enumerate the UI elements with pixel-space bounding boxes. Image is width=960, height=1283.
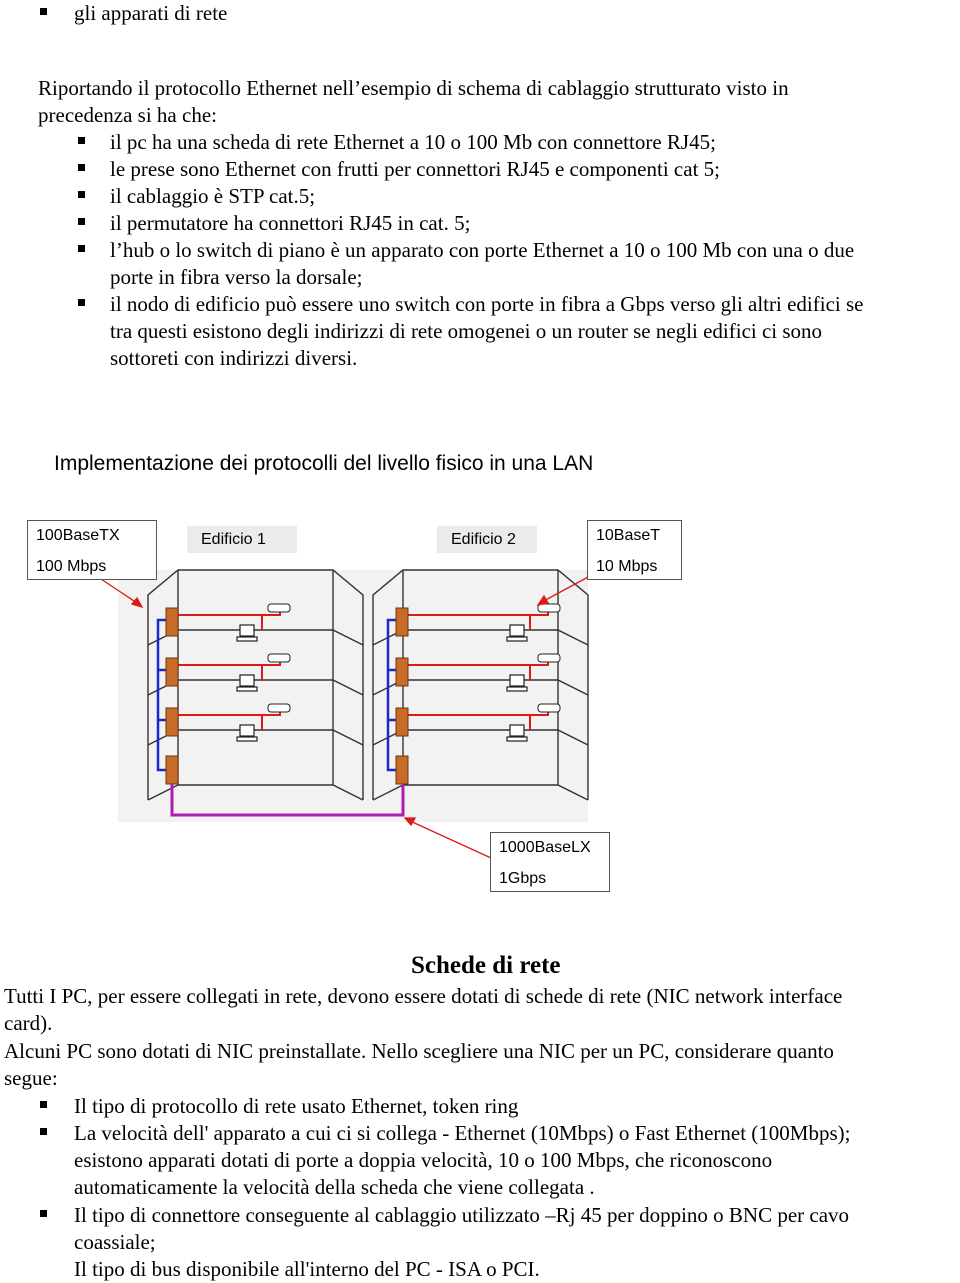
wall-outlet-icons [267, 603, 561, 713]
list-item: Il tipo di protocollo di rete usato Ethe… [74, 1094, 519, 1118]
intro-line-2: precedenza si ha che: [38, 103, 217, 127]
list-item: Il tipo di connettore conseguente al cab… [74, 1203, 850, 1227]
list-item-continuation: porte in fibra verso la dorsale; [110, 265, 363, 289]
fiber-backbone-cable [170, 784, 405, 817]
cable-label-1000baselx: 1000BaseLX 1Gbps [490, 832, 610, 892]
callout-arrows [94, 574, 591, 859]
bullet-icon [40, 1210, 47, 1217]
bullet-icon [40, 1101, 47, 1108]
list-item: Il tipo di bus disponibile all'interno d… [74, 1257, 540, 1281]
list-item-continuation: esistono apparati dotati di porte a dopp… [74, 1148, 773, 1172]
list-item: l’hub o lo switch di piano è un apparato… [110, 238, 855, 262]
section-heading: Schede di rete [411, 952, 561, 979]
label-line-2: 10 Mbps [596, 558, 658, 575]
label-line-2: 100 Mbps [36, 558, 107, 575]
bullet-icon [78, 191, 85, 198]
bullet-icon [78, 245, 85, 252]
diagram-title: Implementazione dei protocolli del livel… [54, 452, 594, 475]
list-item: le prese sono Ethernet con frutti per co… [110, 157, 720, 181]
list-item: il nodo di edificio può essere uno switc… [110, 292, 864, 316]
list-item: La velocità dell' apparato a cui ci si c… [74, 1121, 851, 1145]
list-item-continuation: tra questi esistono degli indirizzi di r… [110, 319, 823, 343]
list-item: il cablaggio è STP cat.5; [110, 184, 316, 208]
paragraph-line: Tutti I PC, per essere collegati in rete… [4, 984, 843, 1008]
building-1-label: Edificio 1 [187, 526, 297, 553]
paragraph-line: card). [4, 1011, 53, 1035]
diagram-background [118, 570, 588, 822]
list-item-continuation: sottoreti con indirizzi diversi. [110, 346, 358, 370]
label-line-1: 1000BaseLX [499, 839, 591, 856]
cable-label-100basetx: 100BaseTX 100 Mbps [27, 520, 157, 580]
bullet-icon [78, 218, 85, 225]
pc-icons [236, 624, 528, 742]
bullet-icon [78, 164, 85, 171]
paragraph-line: Alcuni PC sono dotati di NIC preinstalla… [4, 1039, 834, 1063]
label-line-2: 1Gbps [499, 870, 547, 887]
bullet-icon [40, 8, 47, 15]
bullet-icon [78, 137, 85, 144]
top-list-item: gli apparati di rete [74, 1, 228, 25]
lan-diagram [94, 569, 591, 859]
bullet-icon [78, 299, 85, 306]
paragraph-line: segue: [4, 1066, 58, 1090]
cable-label-10baset: 10BaseT 10 Mbps [587, 520, 682, 580]
patch-panel-icons [165, 607, 409, 785]
label-line-1: 100BaseTX [36, 527, 120, 544]
building-2-label: Edificio 2 [437, 526, 537, 553]
intro-line-1: Riportando il protocollo Ethernet nell’e… [38, 76, 789, 100]
building-1-structure [147, 569, 364, 801]
list-item: il permutatore ha connettori RJ45 in cat… [110, 211, 471, 235]
list-item-continuation: automaticamente la velocità della scheda… [74, 1175, 595, 1199]
list-item-continuation: coassiale; [74, 1230, 156, 1254]
bullet-icon [40, 1128, 47, 1135]
list-item: il pc ha una scheda di rete Ethernet a 1… [110, 130, 716, 154]
label-line-1: 10BaseT [596, 527, 661, 544]
